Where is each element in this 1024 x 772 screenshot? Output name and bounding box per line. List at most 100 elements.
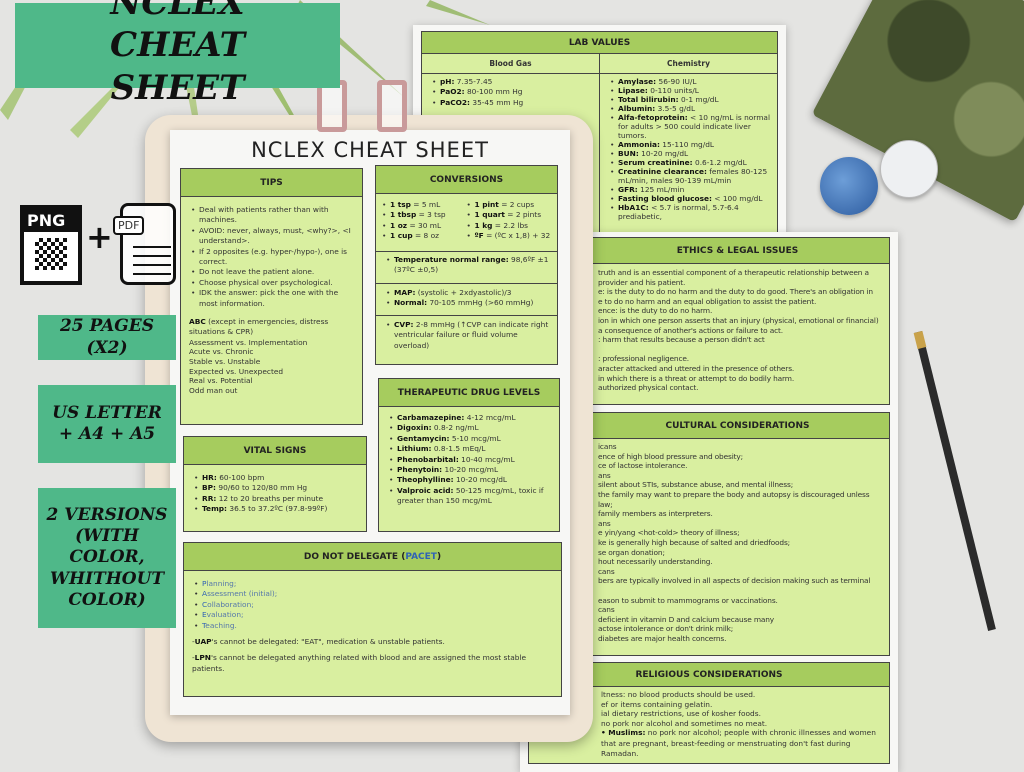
text-line: ion in which one person asserts that an …: [598, 315, 879, 325]
list-item: Lipase: 0-110 units/L: [610, 86, 771, 95]
cultural-title: CULTURAL CONSIDERATIONS: [586, 413, 889, 439]
text-line: icans: [598, 442, 617, 451]
pencil: [913, 330, 996, 631]
text-line: in which there is a threat or attempt to…: [598, 373, 795, 383]
list-item: BP: 90/60 to 120/80 mm Hg: [194, 483, 360, 494]
list-item: Carbamazepine: 4-12 mcg/mL: [389, 413, 553, 424]
text-line: a consequence of another's actions or fa…: [598, 325, 783, 335]
list-item: Digoxin: 0.8-2 ng/mL: [389, 423, 553, 434]
list-item: Total bilirubin: 0-1 mg/dL: [610, 95, 771, 104]
text-line: ce of lactose intolerance.: [598, 461, 688, 471]
blood-gas-header: Blood Gas: [422, 54, 600, 73]
text-line: ans: [598, 470, 611, 480]
lab-values-sheet: LAB VALUES Blood Gas Chemistry pH: 7.35-…: [413, 25, 786, 240]
list-item: 1 kg = 2.2 lbs: [467, 221, 552, 232]
pacet-item: Planning;: [194, 579, 555, 590]
conversions-title: CONVERSIONS: [376, 166, 557, 194]
text-line: provider and his patient.: [598, 277, 686, 287]
text-line: e yin/yang <hot-cold> theory of illness;: [598, 528, 740, 538]
front-title: NCLEX CHEAT SHEET: [251, 138, 489, 162]
list-item: Fasting blood glucose: < 100 mg/dL: [610, 194, 771, 203]
conversions-box: CONVERSIONS 1 tsp = 5 mL1 tbsp = 3 tsp1 …: [375, 165, 558, 365]
list-item: HR: 60-100 bpm: [194, 473, 360, 484]
delegate-title: DO NOT DELEGATE (PACET): [184, 543, 561, 571]
binder-clip-left: [317, 80, 347, 132]
text-line: the family may want to prepare the body …: [598, 489, 870, 499]
sizes-badge: US LETTER + A4 + A5: [38, 385, 176, 463]
list-item: Theophylline: 10-20 mcg/dL: [389, 475, 553, 486]
tip-item: AVOID: never, always, must, <why?>, <I u…: [191, 226, 356, 247]
versions-badge: 2 VERSIONS (WITH COLOR, WHITHOUT COLOR): [38, 488, 176, 628]
text-line: no pork nor alcohol and sometimes no mea…: [601, 718, 768, 728]
text-line: actose intolerance or don't drink milk;: [598, 624, 734, 634]
pdf-file-icon: PDF: [113, 203, 176, 285]
plus-icon: +: [86, 218, 113, 256]
front-sheet: NCLEX CHEAT SHEET TIPS Deal with patient…: [170, 130, 570, 715]
tips-box: TIPS Deal with patients rather than with…: [180, 168, 363, 425]
text-line: : professional negligence.: [598, 354, 689, 364]
religious-muslims: • Muslims: no pork nor alcohol; people w…: [601, 728, 876, 759]
text-line: aracter attacked and uttered in the pres…: [598, 363, 795, 373]
globe-pin: [820, 157, 878, 215]
ethics-title: ETHICS & LEGAL ISSUES: [586, 238, 889, 264]
text-line: deficient in vitamin D and calcium becau…: [598, 614, 775, 624]
text-line: diabetes are major health concerns.: [598, 633, 727, 643]
pages-badge: 25 PAGES (X2): [38, 315, 176, 360]
text-line: ans: [598, 518, 611, 528]
tip-item: Deal with patients rather than with mach…: [191, 205, 356, 226]
text-line: e to do no harm and an equal obligation …: [598, 296, 817, 306]
text-line: silent about STIs, substance abuse, and …: [598, 480, 794, 490]
list-item: 1 tbsp = 3 tsp: [382, 210, 461, 221]
text-line: ke is generally high because of salted a…: [598, 537, 790, 547]
ethics-box: ETHICS & LEGAL ISSUES truth and is an es…: [585, 237, 890, 405]
text-line: [598, 345, 885, 355]
tip-item: Do not leave the patient alone.: [191, 267, 356, 278]
list-item: 1 cup = 8 oz: [382, 231, 461, 242]
text-line: eason to submit to mammograms or vaccina…: [598, 595, 778, 605]
tips-title: TIPS: [181, 169, 362, 197]
do-not-delegate-box: DO NOT DELEGATE (PACET) Planning;Assessm…: [183, 542, 562, 697]
text-line: truth and is an essential component of a…: [598, 268, 869, 277]
list-item: BUN: 10-20 mg/dL: [610, 149, 771, 158]
list-item: GFR: 125 mL/min: [610, 185, 771, 194]
text-line: cans: [598, 566, 615, 576]
list-item: Phenytoin: 10-20 mcg/mL: [389, 465, 553, 476]
blood-gas-list: pH: 7.35-7.45 PaO2: 80-100 mm Hg PaCO2: …: [422, 74, 600, 232]
pacet-item: Teaching.: [194, 621, 555, 632]
drug-levels-title: THERAPEUTIC DRUG LEVELS: [379, 379, 559, 407]
list-item: Temp: 36.5 to 37.2ºC (97.8-99ºF): [194, 504, 360, 515]
text-line: e: is the duty to do no harm and the dut…: [598, 287, 873, 297]
png-file-icon: PNG: [20, 205, 82, 285]
drug-levels-box: THERAPEUTIC DRUG LEVELS Carbamazepine: 4…: [378, 378, 560, 532]
list-item: Albumin: 3.5-5 g/dL: [610, 104, 771, 113]
list-item: 1 oz = 30 mL: [382, 221, 461, 232]
list-item: Ammonia: 15-110 mg/dL: [610, 140, 771, 149]
text-line: Acute vs. Chronic: [189, 347, 254, 357]
white-pin: [880, 140, 938, 198]
list-item: Amylase: 56-90 IU/L: [610, 77, 771, 86]
pacet-item: Collaboration;: [194, 600, 555, 611]
list-item: Valproic acid: 50-125 mcg/mL, toxic if g…: [389, 486, 553, 507]
text-line: ltness: no blood products should be used…: [601, 690, 756, 699]
pacet-item: Assessment (initial);: [194, 589, 555, 600]
list-item: Creatinine clearance: females 80-125 mL/…: [610, 167, 771, 185]
text-line: ence: is the duty to do no harm.: [598, 306, 713, 316]
list-item: Lithium: 0.8-1.5 mEq/L: [389, 444, 553, 455]
text-line: law;: [598, 499, 613, 509]
text-line: ence of high blood pressure and obesity;: [598, 451, 743, 461]
chemistry-list: Amylase: 56-90 IU/LLipase: 0-110 units/L…: [600, 74, 777, 232]
text-line: se organ donation;: [598, 547, 665, 557]
lab-values-title: LAB VALUES: [422, 32, 777, 54]
list-item: 1 quart = 2 pints: [467, 210, 552, 221]
list-item: Phenobarbital: 10-40 mcg/mL: [389, 455, 553, 466]
list-item: ºF = (ºC x 1,8) + 32: [467, 231, 552, 242]
text-line: bers are typically involved in all aspec…: [598, 576, 871, 586]
text-line: Expected vs. Unexpected: [189, 366, 284, 376]
text-line: [598, 586, 885, 596]
tip-item: If 2 opposites (e.g. hyper-/hypo-), one …: [191, 247, 356, 268]
text-line: cans: [598, 605, 615, 615]
list-item: Serum creatinine: 0.6-1.2 mg/dL: [610, 158, 771, 167]
text-line: : harm that results because a person did…: [598, 335, 765, 345]
title-banner: NCLEX CHEAT SHEET: [15, 0, 340, 108]
